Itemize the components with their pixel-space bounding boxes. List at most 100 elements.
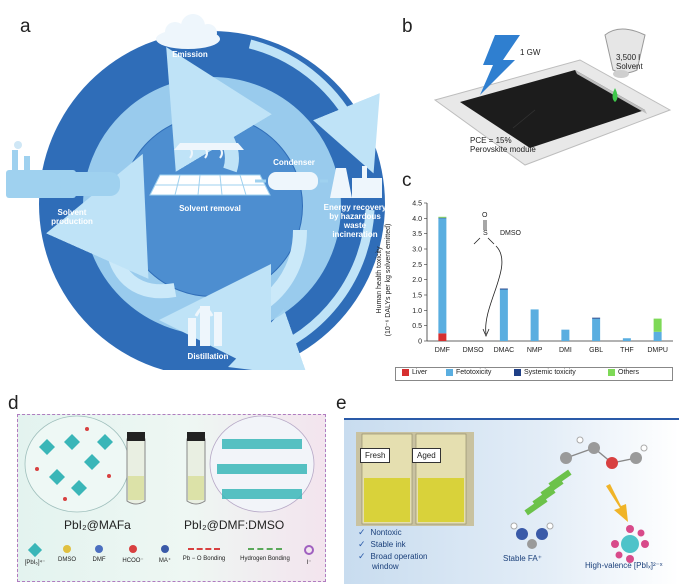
pce-line-1: PCE = 15%	[470, 136, 512, 145]
dmso-pointer-arrow	[485, 245, 503, 335]
check-nontoxic-label: Nontoxic	[370, 528, 402, 537]
x-tick-label: DMAC	[494, 347, 515, 354]
check-stable-ink-label: Stable ink	[370, 540, 406, 549]
legend-label-others: Others	[618, 369, 640, 376]
energy-recovery-line-4: incineration	[332, 230, 378, 239]
legend-ma-label: MA⁺	[158, 558, 172, 564]
checkmark-icon: ✓	[358, 527, 366, 537]
energy-recovery-label: Energy recovery by hazardous waste incin…	[315, 203, 395, 239]
hcoo-legend-icon	[129, 545, 137, 553]
x-tick-label: THF	[620, 347, 634, 354]
aged-label: Aged	[412, 448, 441, 463]
green-arrow	[524, 469, 572, 516]
incineration-plant-icon	[330, 166, 382, 198]
legend-pb-o: Pb − O Bonding	[180, 545, 228, 562]
panel-d-legend: [PbI₆]⁴⁻ DMSO DMF HCOO⁻ MA⁺ Pb − O Bondi…	[20, 542, 322, 577]
bar-segment-fetotoxicity	[592, 318, 601, 341]
outer-arrow-lower-right	[228, 209, 375, 370]
pce-line-2: Perovskite module	[470, 145, 536, 154]
check-broad-window-line-2: window	[372, 562, 399, 571]
legend-label-liver: Liver	[412, 369, 428, 376]
solvent-production-line-2: production	[51, 217, 93, 226]
panel-a-diagram	[6, 14, 385, 370]
check-nontoxic: ✓ Nontoxic	[358, 527, 402, 538]
bar-segment-systemic-toxicity	[592, 317, 601, 319]
panel-d-illustration	[24, 415, 315, 513]
stable-fa-label: Stable FA⁺	[503, 554, 542, 563]
panel-e-letter: e	[336, 393, 347, 414]
x-tick-label: NMP	[527, 347, 543, 354]
bar-segment-fetotoxicity	[561, 329, 570, 341]
legend-hbond: Hydrogen Bonding	[234, 545, 296, 562]
power-label: 1 GW	[520, 48, 541, 57]
legend-label-fetotoxicity: Fetotoxicity	[456, 369, 492, 376]
y-tick-label: 3.5	[412, 231, 422, 238]
solvent-production-label: Solvent production	[42, 208, 102, 226]
x-tick-label: DMSO	[463, 347, 485, 354]
bar-segment-fetotoxicity	[622, 338, 631, 341]
y-axis-label-line-2: (10⁻⁶ DALYs per kg solvent emitted)	[385, 223, 392, 337]
cloud-icon	[156, 14, 220, 49]
y-tick-label: 4.0	[412, 216, 422, 223]
high-valence-label: High-valence [PbIₓ]²⁻ˣ	[585, 561, 663, 570]
panel-b-letter: b	[402, 16, 413, 37]
legend-swatch-fetotoxicity	[446, 369, 453, 376]
legend-hbond-label: Hydrogen Bonding	[240, 556, 290, 562]
y-tick-label: 4.5	[412, 201, 422, 208]
distillation-label: Distillation	[187, 352, 229, 361]
panel-a-letter: a	[20, 16, 31, 37]
legend-swatch-systemic	[514, 369, 521, 376]
legend-pb-o-label: Pb − O Bonding	[182, 556, 226, 562]
panel-d-letter: d	[8, 393, 19, 414]
bar-segment-others	[438, 216, 447, 218]
energy-recovery-line-2: by hazardous	[329, 212, 381, 221]
bar-segment-systemic-toxicity	[499, 288, 508, 290]
x-tick-label: DMI	[559, 347, 572, 354]
legend-dmf: DMF	[84, 545, 114, 563]
check-stable-ink: ✓ Stable ink	[358, 539, 406, 550]
y-tick-label: 1.0	[412, 308, 422, 315]
solvent-amount-label: 3,500 l Solvent	[616, 53, 643, 71]
legend-hcoo-label: HCOO⁻	[122, 558, 144, 564]
fa-cation-icon	[510, 522, 554, 549]
check-broad-window: ✓Broad operation	[358, 551, 427, 562]
energy-recovery-line-3: waste	[343, 221, 367, 230]
y-tick-label: 0	[418, 339, 422, 346]
legend-item-others: Others	[608, 369, 639, 376]
legend-dmso: DMSO	[52, 545, 82, 563]
checkmark-icon: ✓	[358, 539, 366, 549]
bar-segment-fetotoxicity	[530, 309, 539, 341]
fresh-label: Fresh	[360, 448, 391, 463]
pb-o-legend-line	[188, 548, 220, 550]
condenser-icon	[268, 172, 318, 190]
bar-segment-liver	[438, 333, 447, 341]
factory-icon	[6, 141, 120, 198]
y-tick-label: 0.5	[412, 323, 422, 330]
panel-c-letter: c	[402, 170, 412, 191]
bar-segment-fetotoxicity	[499, 289, 508, 341]
energy-recovery-line-1: Energy recovery	[323, 203, 387, 212]
swirl-arrow-left	[46, 153, 177, 299]
molecule-top	[560, 436, 648, 469]
bar-segment-others	[653, 318, 662, 332]
legend-pbi6: [PbI₆]⁴⁻	[20, 542, 50, 566]
bar-segment-fetotoxicity	[438, 218, 447, 334]
solvent-production-line-1: Solvent	[57, 208, 87, 217]
pbi-cluster-icon	[611, 525, 649, 563]
dmso-structure-label: DMSO	[500, 230, 521, 237]
legend-hcoo: HCOO⁻	[116, 545, 150, 564]
dmso-sulfur-label: S	[483, 230, 488, 237]
swirl-arrow-up	[166, 46, 272, 173]
caption-dmf-dmso: PbI₂@DMF:DMSO	[184, 518, 285, 532]
legend-dmf-label: DMF	[92, 557, 106, 563]
y-tick-label: 2.0	[412, 277, 422, 284]
legend-item-liver: Liver	[402, 369, 427, 376]
y-tick-label: 1.5	[412, 293, 422, 300]
caption-mafa: PbI₂@MAFa	[64, 518, 131, 532]
legend-item-fetotoxicity: Fetotoxicity	[446, 369, 491, 376]
swirl-arrow-down	[159, 229, 307, 370]
iodide-legend-icon	[304, 545, 314, 555]
dmso-legend-icon	[63, 545, 71, 553]
legend-pbi6-label: [PbI₆]⁴⁻	[24, 560, 46, 566]
